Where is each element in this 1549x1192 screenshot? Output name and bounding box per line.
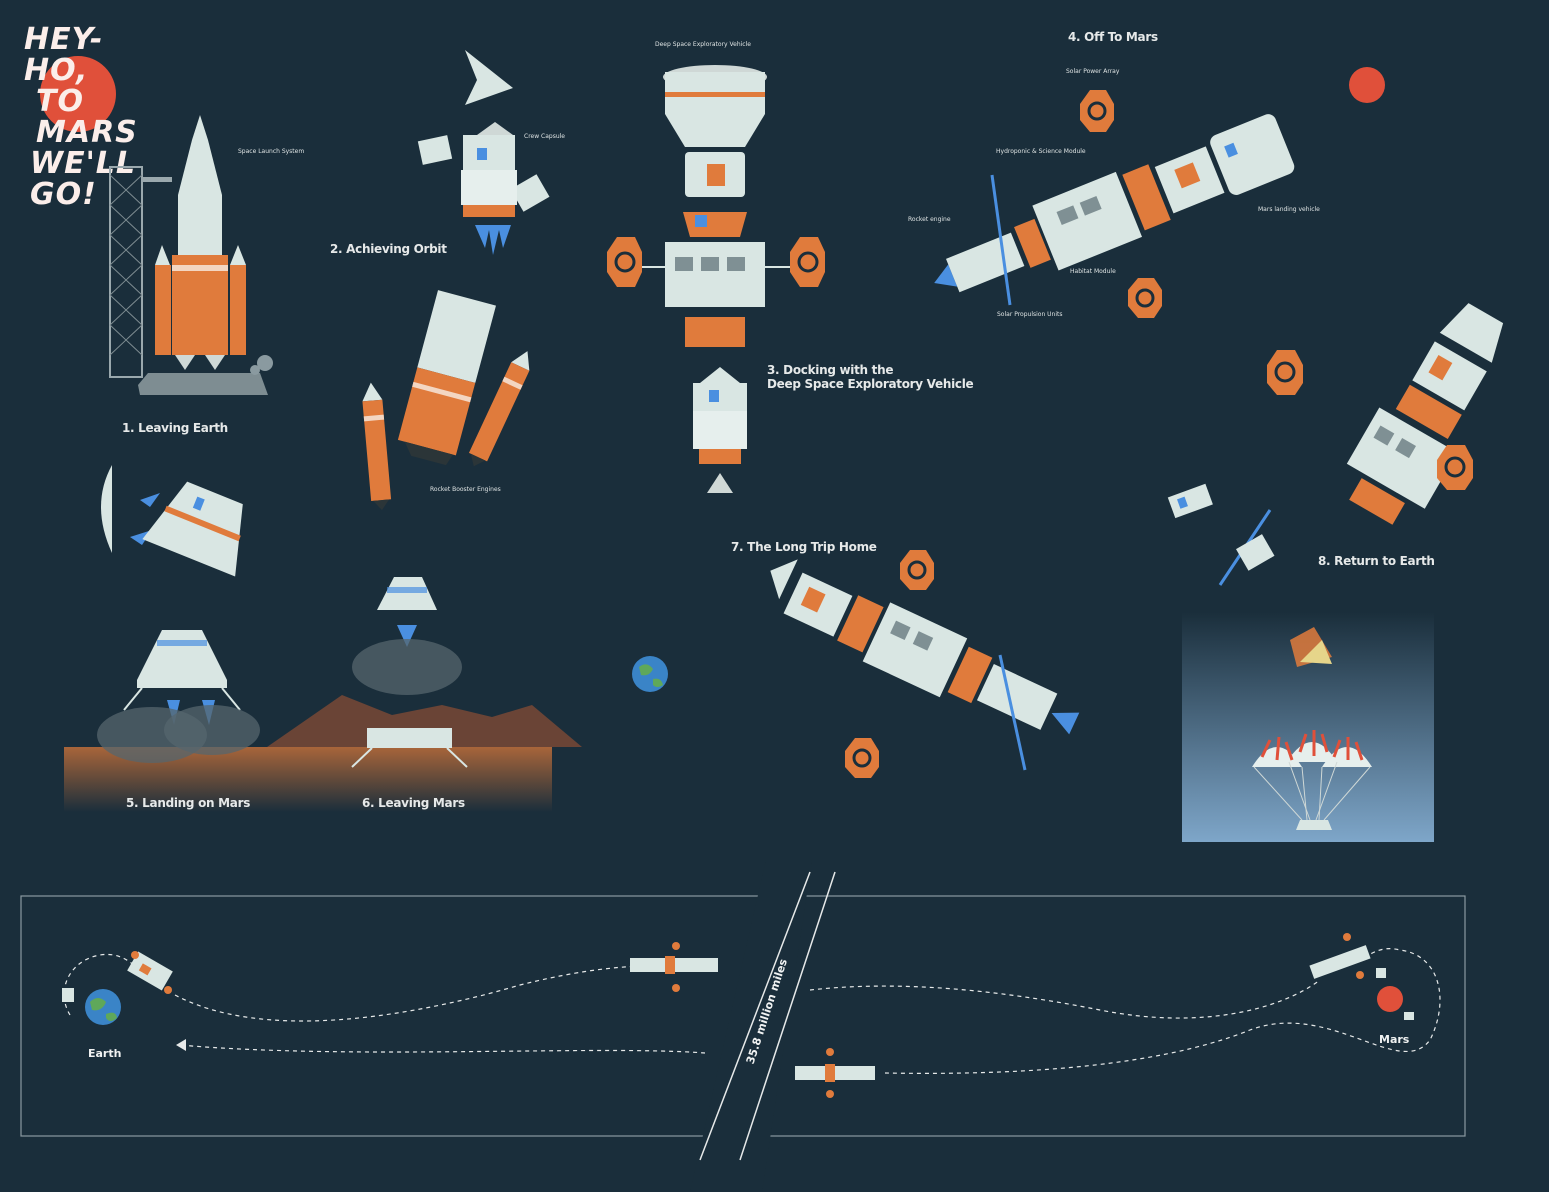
label-habitat-module: Habitat Module bbox=[1070, 268, 1116, 275]
title-line-3: WE'LL GO! bbox=[30, 146, 137, 212]
step-3-title-line2: Deep Space Exploratory Vehicle bbox=[767, 377, 974, 391]
title-red-circle bbox=[40, 56, 116, 132]
label-space-launch-system: Space Launch System bbox=[238, 148, 305, 155]
step-2-title: 2. Achieving Orbit bbox=[330, 242, 447, 256]
step-4-title: 4. Off To Mars bbox=[1068, 30, 1158, 44]
launch-tower-illustration bbox=[109, 115, 273, 395]
map-label-earth: Earth bbox=[88, 1047, 122, 1060]
label-mars-landing-vehicle: Mars landing vehicle bbox=[1258, 206, 1320, 213]
label-crew-capsule: Crew Capsule bbox=[524, 133, 565, 140]
step-7-title: 7. The Long Trip Home bbox=[731, 540, 877, 554]
title-line-1: HEY-HO, bbox=[24, 22, 104, 88]
label-solar-power-array: Solar Power Array bbox=[1066, 68, 1120, 75]
small-capsule-illustration bbox=[1167, 483, 1275, 586]
step-3-title-line1: 3. Docking with the bbox=[767, 363, 894, 377]
mars-transit-vehicle-illustration bbox=[934, 90, 1295, 318]
label-hydroponic-module: Hydroponic & Science Module bbox=[996, 148, 1086, 155]
orbit-capsule-illustration bbox=[417, 50, 550, 255]
docking-capsule-illustration bbox=[693, 367, 747, 493]
earth-planet-middle bbox=[632, 656, 668, 692]
return-vehicle-illustration bbox=[1267, 303, 1504, 525]
label-rocket-engine: Rocket engine bbox=[908, 216, 951, 223]
mars-planet-top bbox=[1349, 67, 1385, 103]
earth-planet-map bbox=[85, 989, 121, 1025]
label-rocket-booster-engines: Rocket Booster Engines bbox=[430, 486, 501, 493]
separating-lander-illustration bbox=[101, 465, 243, 577]
booster-separation-illustration bbox=[362, 290, 530, 511]
mars-planet-map bbox=[1377, 986, 1403, 1012]
step-5-title: 5. Landing on Mars bbox=[126, 796, 251, 810]
mars-surface-illustration bbox=[64, 577, 582, 812]
reentry-panel-illustration bbox=[1182, 612, 1434, 842]
title-line-2: TO MARS bbox=[36, 84, 138, 150]
long-trip-vehicle-illustration bbox=[770, 550, 1080, 778]
step-6-title: 6. Leaving Mars bbox=[362, 796, 465, 810]
label-deep-space-vehicle: Deep Space Exploratory Vehicle bbox=[655, 41, 751, 48]
step-8-title: 8. Return to Earth bbox=[1318, 554, 1435, 568]
label-solar-propulsion-units: Solar Propulsion Units bbox=[997, 311, 1063, 318]
deep-space-vehicle-illustration bbox=[607, 65, 825, 347]
map-label-mars: Mars bbox=[1379, 1033, 1410, 1046]
step-1-title: 1. Leaving Earth bbox=[122, 421, 228, 435]
title-logo: HEY-HO, TO MARS WE'LL GO! bbox=[22, 22, 157, 210]
